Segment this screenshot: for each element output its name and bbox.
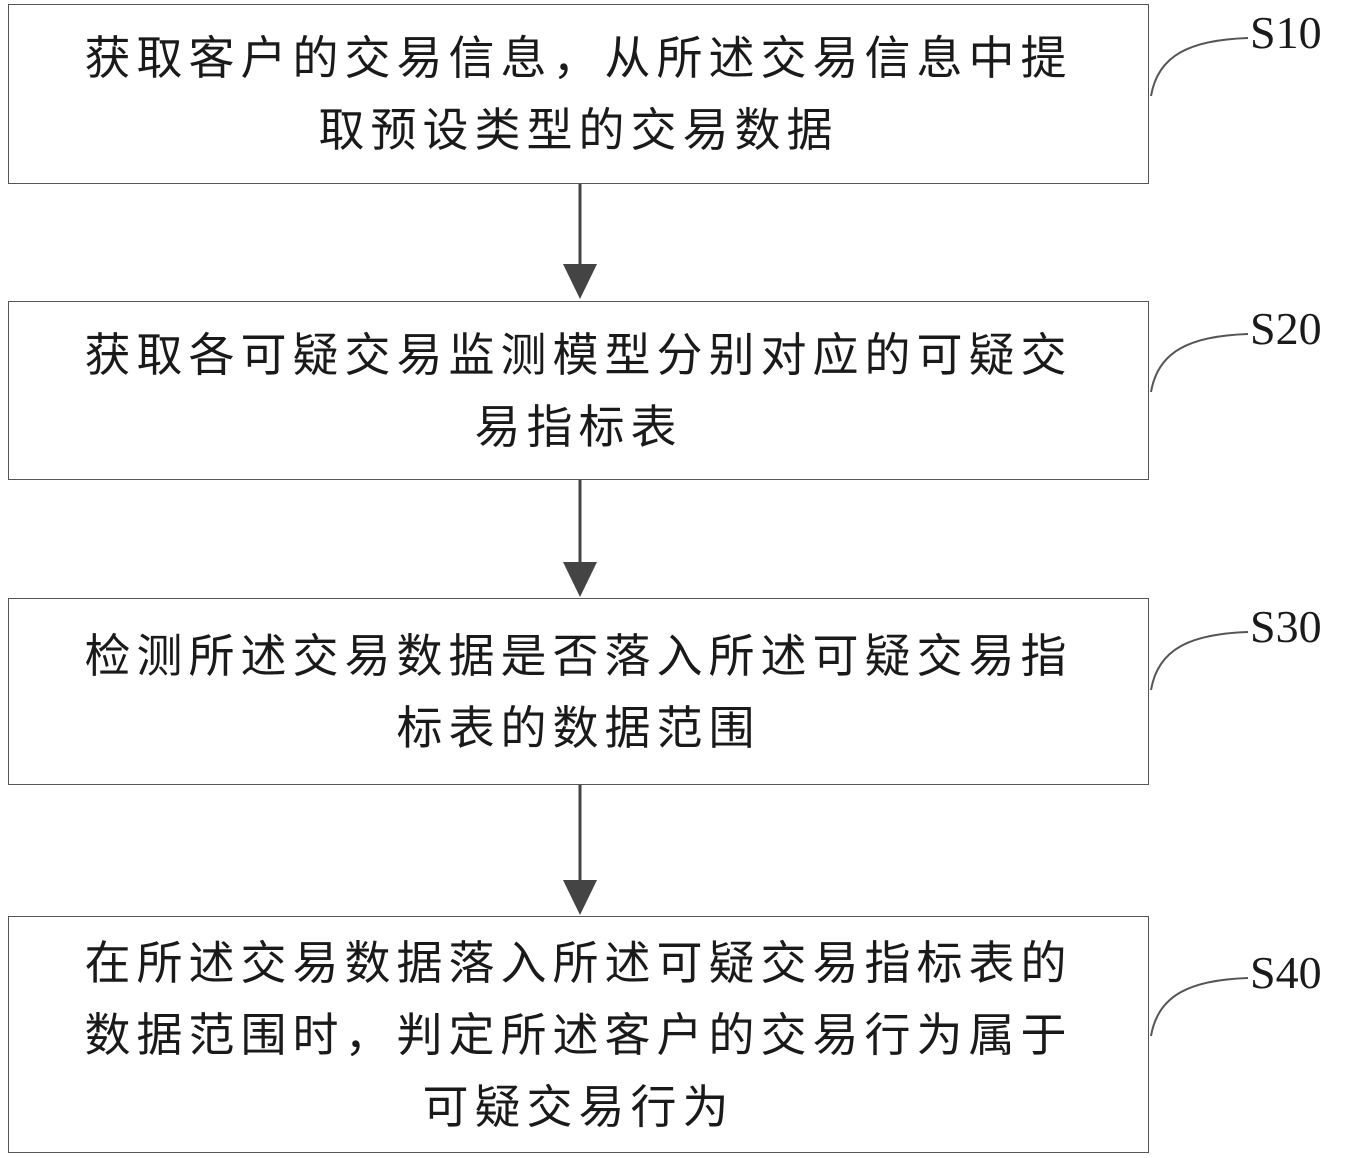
step-text-line: 在所述交易数据落入所述可疑交易指标表的: [84, 935, 1073, 990]
leader-curve-s30: [1150, 631, 1249, 691]
arrow-s20-to-s30: [563, 480, 597, 597]
step-text-line: 取预设类型的交易数据: [318, 103, 839, 157]
step-text-line: 标表的数据范围: [396, 700, 761, 755]
step-box-s10: 获取客户的交易信息，从所述交易信息中提 取预设类型的交易数据: [8, 4, 1149, 184]
step-text-line: 获取客户的交易信息，从所述交易信息中提: [84, 31, 1073, 85]
step-text-line: 可疑交易行为: [422, 1079, 735, 1134]
step-text-line: 获取各可疑交易监测模型分别对应的可疑交: [84, 327, 1073, 382]
step-label-s30: S30: [1250, 601, 1322, 652]
step-label-s20: S20: [1250, 303, 1322, 354]
arrow-s10-to-s20: [563, 184, 597, 299]
leader-curve-s20: [1150, 333, 1249, 393]
step-box-s40: 在所述交易数据落入所述可疑交易指标表的 数据范围时，判定所述客户的交易行为属于 …: [8, 916, 1149, 1153]
arrow-s30-to-s40: [563, 785, 597, 915]
leader-curve-s40: [1150, 977, 1249, 1037]
step-box-s30: 检测所述交易数据是否落入所述可疑交易指 标表的数据范围: [8, 598, 1149, 785]
step-text-line: 数据范围时，判定所述客户的交易行为属于: [84, 1007, 1073, 1062]
step-label-s10: S10: [1250, 7, 1322, 58]
leader-curve-s10: [1150, 37, 1249, 97]
step-text-line: 易指标表: [474, 399, 683, 454]
step-label-s40: S40: [1250, 947, 1322, 998]
step-text-line: 检测所述交易数据是否落入所述可疑交易指: [84, 628, 1073, 683]
step-box-s20: 获取各可疑交易监测模型分别对应的可疑交 易指标表: [8, 301, 1149, 480]
